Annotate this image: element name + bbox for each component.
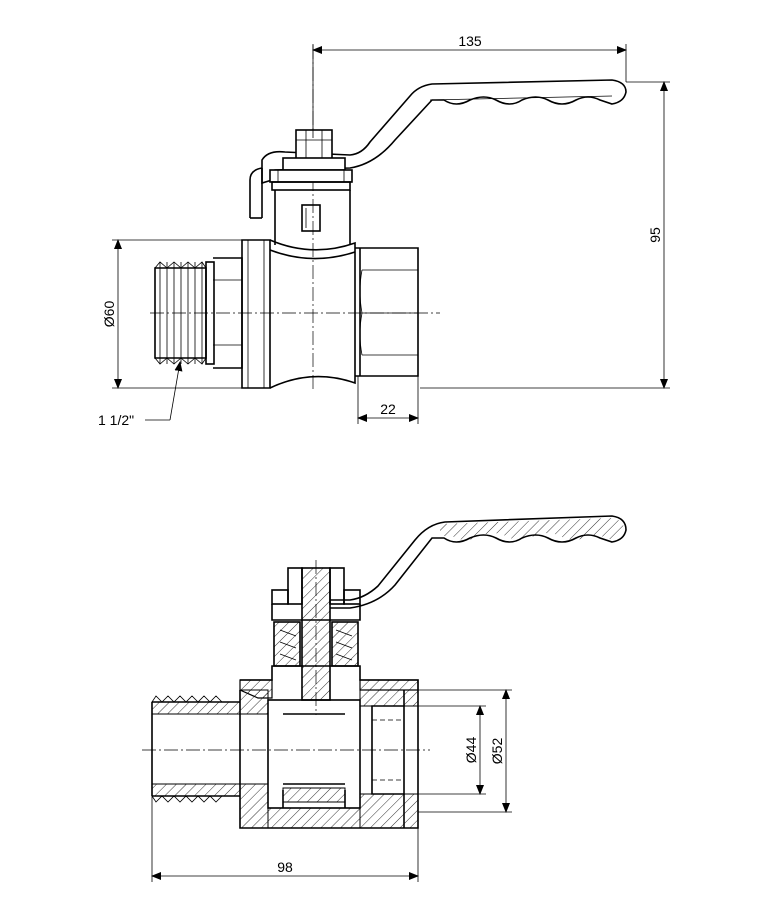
lever-handle-section xyxy=(330,515,627,609)
ball xyxy=(267,699,361,809)
valve-body xyxy=(241,239,271,389)
dimensions: 135 95 Ø60 1 1/2" 22 Ø44 Ø52 9 xyxy=(98,33,670,882)
lever-handle xyxy=(261,79,627,185)
side-view xyxy=(150,45,627,392)
dim-female-thread-depth: 22 xyxy=(380,401,396,417)
dim-inner-diameter: Ø44 xyxy=(463,737,479,764)
dim-thread-size: 1 1/2" xyxy=(98,412,134,428)
dim-outer-diameter: Ø60 xyxy=(101,301,117,328)
dim-socket-diameter: Ø52 xyxy=(489,738,505,765)
stem-nut xyxy=(295,129,333,161)
dim-handle-length: 135 xyxy=(458,33,482,49)
female-hex-end xyxy=(355,247,419,377)
male-thread-end xyxy=(213,257,243,369)
dim-overall-height: 95 xyxy=(647,227,663,243)
dim-overall-length: 98 xyxy=(277,859,293,875)
section-view xyxy=(142,515,627,829)
